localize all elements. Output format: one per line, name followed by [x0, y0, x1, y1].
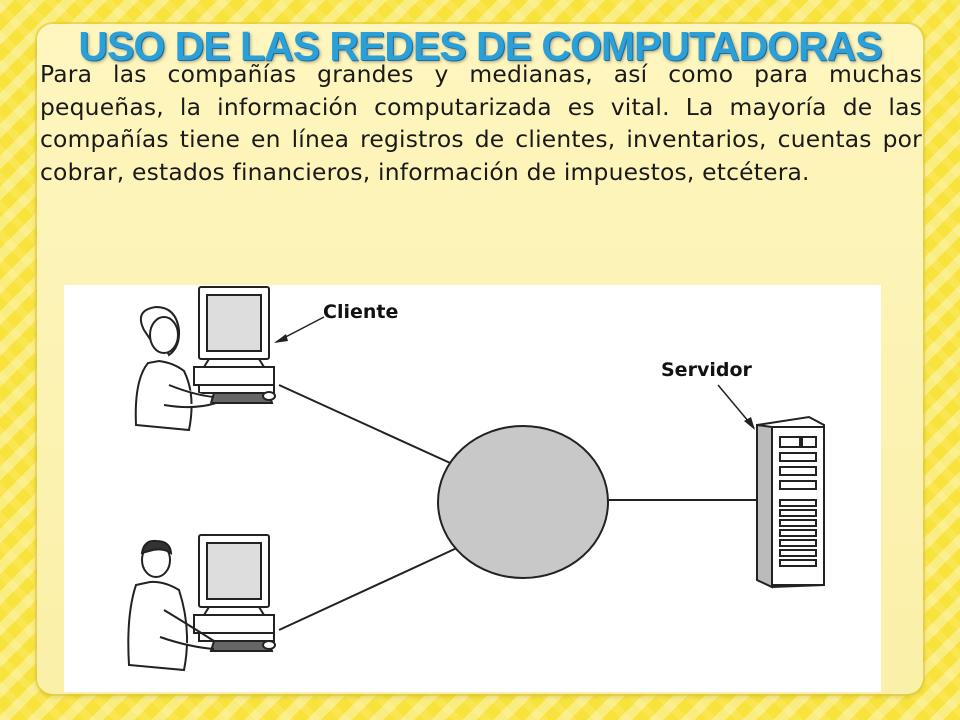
network-ellipse: [437, 425, 609, 579]
body-paragraph: Para las compañías grandes y medianas, a…: [40, 60, 922, 186]
server-pointer-arrow: [717, 384, 755, 430]
client-pointer-arrow: [274, 316, 325, 343]
slide-title: USO DE LAS REDES DE COMPUTADORAS: [78, 23, 882, 69]
connection-line-bottom-client: [278, 546, 460, 631]
client-server-diagram: Cliente Servidor: [64, 285, 881, 692]
connection-line-top-client: [278, 384, 460, 468]
server-label: Servidor: [661, 359, 752, 381]
client-woman-computer-icon: [134, 286, 276, 432]
client-man-computer-icon: [127, 534, 276, 672]
client-label: Cliente: [323, 301, 399, 323]
network-diagram-drawing: [127, 286, 825, 672]
server-tower-icon: [756, 415, 825, 589]
